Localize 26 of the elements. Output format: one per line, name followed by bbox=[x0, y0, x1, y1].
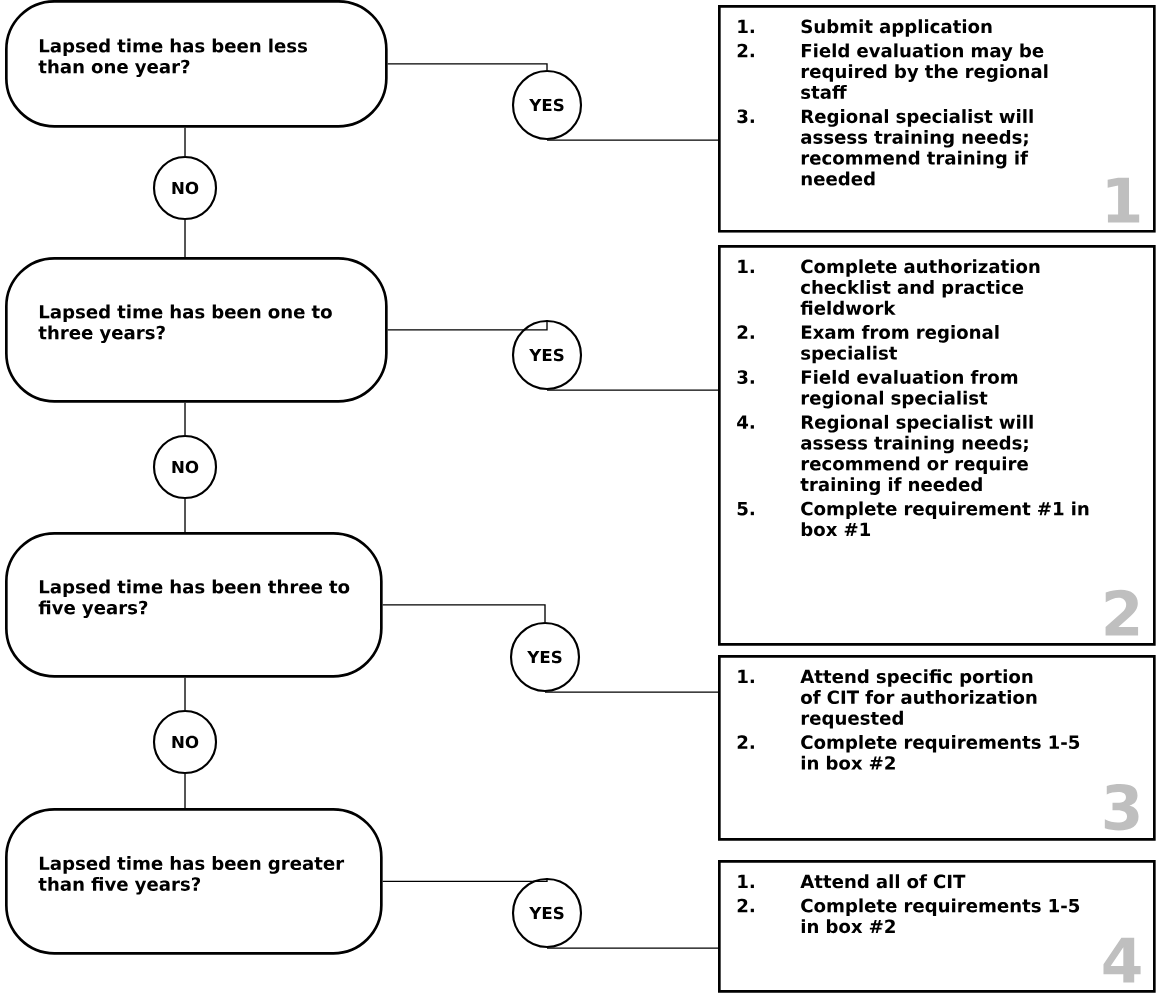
requirements-box: 1. Complete authorization checklist and practice fieldwork 2. Exam from regional specialist 3. Field evaluation from regional specialist 4. Regional specialist will assess training needs; recommend or require training if needed 5. Complete requirement #1 in box #1 2 bbox=[718, 245, 1156, 646]
connector-line bbox=[184, 773, 186, 809]
box-number: 2 bbox=[1105, 589, 1139, 636]
connector-line bbox=[546, 139, 719, 141]
requirements-box: 1. Attend specific portion of CIT for authorization requested 2. Complete requirements 1-5 in box #2 3 bbox=[718, 655, 1156, 841]
box-number: 4 bbox=[1103, 937, 1141, 983]
connector-line bbox=[544, 691, 719, 693]
connector-line bbox=[382, 604, 546, 623]
connector-line bbox=[387, 63, 548, 71]
decision-box: Lapsed time has been three to five years? bbox=[5, 532, 383, 678]
connector-line bbox=[184, 677, 186, 711]
connector-line bbox=[546, 389, 719, 391]
connector-line bbox=[184, 402, 186, 436]
decision-box: Lapsed time has been greater than five years? bbox=[5, 808, 383, 955]
connector-line bbox=[184, 498, 186, 533]
connector-line bbox=[387, 319, 548, 331]
decision-box: Lapsed time has been less than one year? bbox=[5, 0, 388, 128]
connector-line bbox=[184, 219, 186, 258]
requirements-box: 1. Attend all of CIT 2. Complete requirements 1-5 in box #2 4 bbox=[718, 860, 1156, 993]
decision-box: Lapsed time has been one to three years? bbox=[5, 257, 388, 403]
requirements-box: 1. Submit application 2. Field evaluation may be required by the regional staff 3. Regional specialist will assess training needs; recommend training if needed 1 bbox=[718, 5, 1156, 233]
box-number: 3 bbox=[1104, 784, 1139, 831]
box-number: 1 bbox=[1107, 177, 1140, 223]
connector-line bbox=[546, 947, 719, 949]
connector-line bbox=[382, 877, 548, 882]
connector-line bbox=[184, 127, 186, 157]
